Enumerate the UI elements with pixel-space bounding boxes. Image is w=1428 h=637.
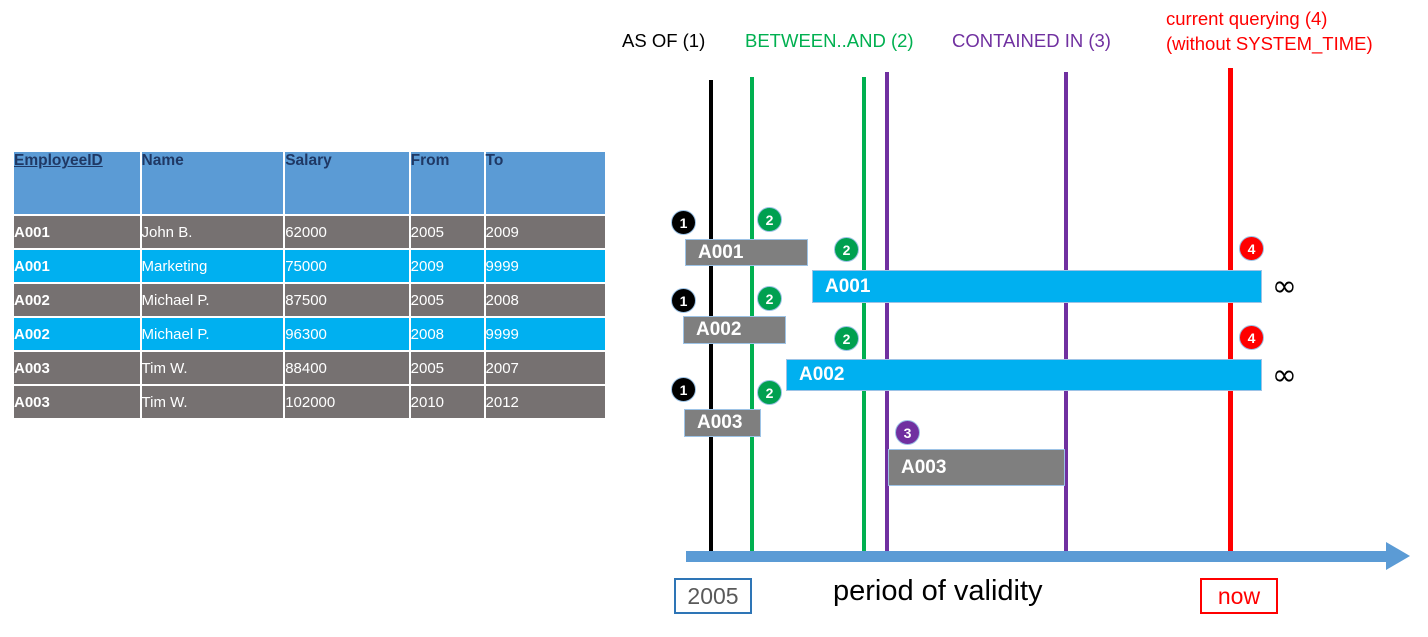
timeline-bar-a003-historical: A003: [684, 409, 761, 437]
table-row: A001 John B. 62000 2005 2009: [14, 216, 605, 248]
cell-from: 2005: [410, 216, 484, 248]
timeline-bar-a001-historical: A001: [685, 239, 808, 266]
cell-from: 2005: [410, 284, 484, 316]
legend-current-querying: current querying (4) (without SYSTEM_TIM…: [1166, 6, 1373, 56]
infinity-symbol-a002: ∞: [1272, 358, 1297, 393]
cell-to: 2008: [485, 284, 605, 316]
timeline-bar-a001-current: A001: [812, 270, 1262, 303]
timeline-bar-a003-contained: A003: [888, 449, 1065, 486]
cell-from: 2010: [410, 386, 484, 418]
column-header-name: Name: [141, 152, 284, 214]
cell-from: 2009: [410, 250, 484, 282]
cell-employeeid: A001: [14, 216, 140, 248]
timeline-bar-a002-historical: A002: [683, 316, 786, 344]
marker-as-of-a003: 1: [671, 377, 696, 402]
marker-current-a002: 4: [1239, 325, 1264, 350]
cell-salary: 87500: [285, 284, 409, 316]
cell-name: Tim W.: [141, 386, 284, 418]
legend-between-and: BETWEEN..AND (2): [745, 30, 914, 51]
legend-current-line2: (without SYSTEM_TIME): [1166, 33, 1373, 54]
timeline-bar-label: A002: [696, 319, 742, 340]
column-header-from: From: [410, 152, 484, 214]
cell-name: Tim W.: [141, 352, 284, 384]
axis-title: period of validity: [833, 575, 1043, 607]
marker-current-a001: 4: [1239, 236, 1264, 261]
cell-salary: 62000: [285, 216, 409, 248]
cell-name: Marketing: [141, 250, 284, 282]
legend-as-of: AS OF (1): [622, 30, 706, 51]
timeline-bar-label: A001: [698, 241, 744, 263]
marker-as-of-a001: 1: [671, 210, 696, 235]
table-header-row: EmployeeID Name Salary From To: [14, 152, 605, 214]
timeline-bar-a002-current: A002: [786, 359, 1262, 391]
axis-now-label: now: [1200, 578, 1278, 614]
query-line-between-end: [862, 77, 866, 557]
cell-to: 2007: [485, 352, 605, 384]
table-row: A001 Marketing 75000 2009 9999: [14, 250, 605, 282]
cell-to: 2009: [485, 216, 605, 248]
cell-to: 9999: [485, 250, 605, 282]
cell-to: 2012: [485, 386, 605, 418]
timeline-bar-label: A001: [825, 275, 871, 297]
employee-history-table: EmployeeID Name Salary From To A001 John…: [12, 150, 607, 420]
cell-employeeid: A003: [14, 352, 140, 384]
legend-current-line1: current querying (4): [1166, 8, 1328, 29]
cell-from: 2008: [410, 318, 484, 350]
cell-employeeid: A002: [14, 318, 140, 350]
table-row: A002 Michael P. 96300 2008 9999: [14, 318, 605, 350]
cell-salary: 102000: [285, 386, 409, 418]
cell-employeeid: A003: [14, 386, 140, 418]
column-header-salary: Salary: [285, 152, 409, 214]
timeline-bar-label: A002: [799, 364, 845, 385]
cell-name: Michael P.: [141, 318, 284, 350]
cell-to: 9999: [485, 318, 605, 350]
column-header-to: To: [485, 152, 605, 214]
cell-name: Michael P.: [141, 284, 284, 316]
timeline-axis-arrowhead-icon: [1386, 542, 1410, 570]
cell-employeeid: A002: [14, 284, 140, 316]
cell-employeeid: A001: [14, 250, 140, 282]
cell-salary: 88400: [285, 352, 409, 384]
cell-name: John B.: [141, 216, 284, 248]
timeline-axis: [686, 551, 1392, 562]
marker-between-a002-start: 2: [757, 286, 782, 311]
timeline-bar-label: A003: [697, 412, 743, 433]
marker-contained-in-a003: 3: [895, 420, 920, 445]
table-row: A003 Tim W. 88400 2005 2007: [14, 352, 605, 384]
marker-as-of-a002: 1: [671, 288, 696, 313]
infinity-symbol-a001: ∞: [1272, 269, 1297, 304]
table-row: A003 Tim W. 102000 2010 2012: [14, 386, 605, 418]
query-line-contained-end: [1064, 72, 1068, 557]
cell-from: 2005: [410, 352, 484, 384]
marker-between-a002-end: 2: [834, 326, 859, 351]
query-line-contained-start: [885, 72, 889, 557]
query-line-now: [1228, 68, 1233, 557]
cell-salary: 75000: [285, 250, 409, 282]
cell-salary: 96300: [285, 318, 409, 350]
marker-between-a003-start: 2: [757, 380, 782, 405]
table-row: A002 Michael P. 87500 2005 2008: [14, 284, 605, 316]
axis-start-label: 2005: [674, 578, 752, 614]
legend: AS OF (1) BETWEEN..AND (2) CONTAINED IN …: [0, 0, 1428, 60]
marker-between-a001-start: 2: [757, 207, 782, 232]
marker-between-a001-end: 2: [834, 237, 859, 262]
timeline-bar-label: A003: [901, 456, 947, 478]
legend-contained-in: CONTAINED IN (3): [952, 30, 1111, 51]
column-header-employeeid: EmployeeID: [14, 152, 140, 214]
